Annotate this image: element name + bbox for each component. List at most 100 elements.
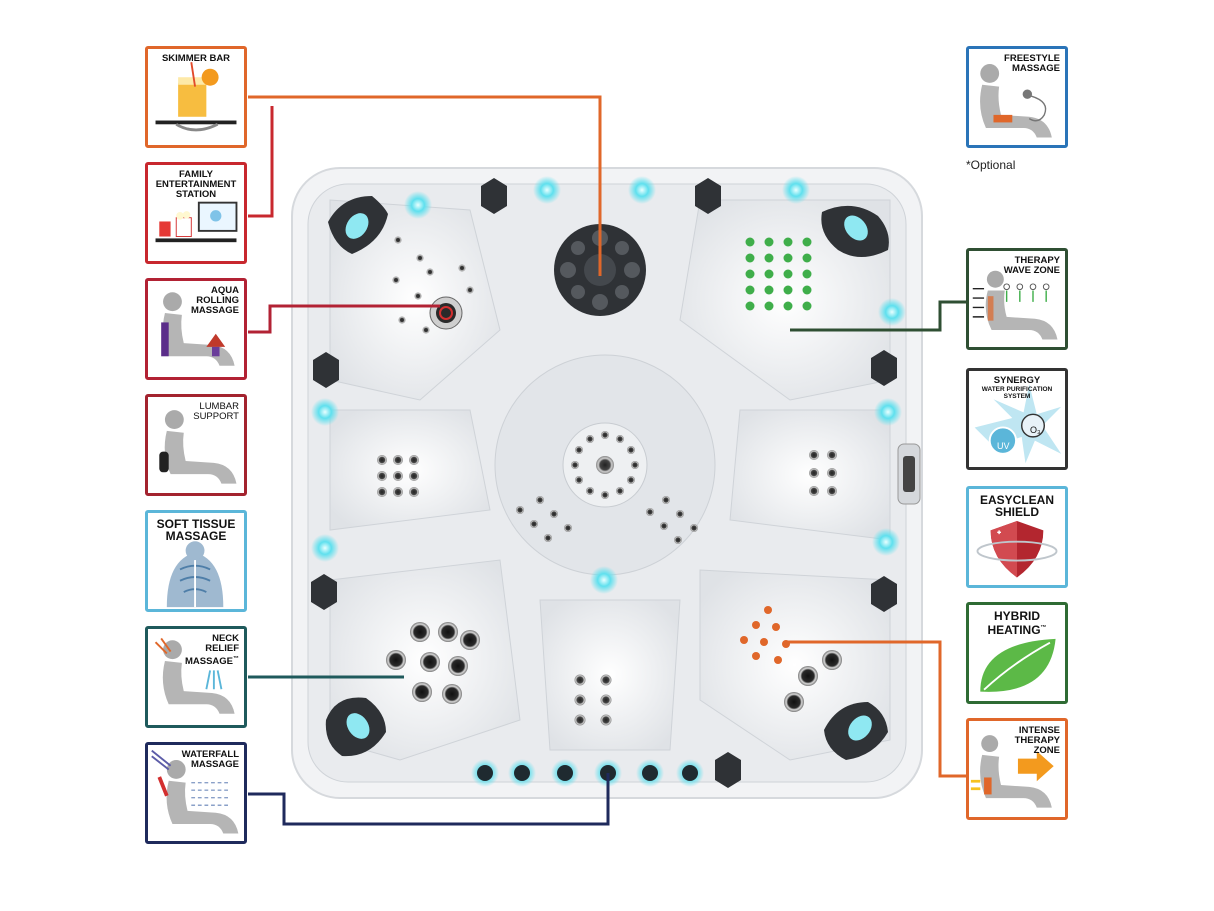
seat-jet [393,471,403,481]
leader-family-entertainment-station [248,106,274,218]
therapy-wave-jet [783,237,793,247]
seat-jet [516,506,524,514]
seated-person-icon [161,292,235,366]
neck-relief-jet [438,622,458,642]
led-light [872,528,900,556]
water-purification-icon [974,384,1062,464]
footwell-jet [626,446,635,454]
therapy-wave-jet [764,253,774,263]
intense-therapy-jet [798,666,818,686]
optional-note: *Optional [966,158,1016,172]
seat-jet [458,264,466,272]
neck-relief-jet [460,630,480,650]
foot-jet [557,765,573,781]
feature-label: SYNERGY WATER PURIFICATION SYSTEM [981,375,1053,401]
entertainment-icon [155,201,238,243]
seat-jet [574,694,586,706]
led-light [628,176,656,204]
therapy-wave-jet [802,285,812,295]
seat-jet [600,694,612,706]
foot-jet [642,765,658,781]
seat-jet [416,254,424,262]
footwell-center-jet [596,456,614,474]
foot-jet [682,765,698,781]
intense-therapy-jet [822,650,842,670]
footwell-jet [586,486,594,495]
therapy-wave-jet [745,269,755,279]
footwell-jet [601,431,609,439]
seat-jet [398,316,406,324]
led-light [311,534,339,562]
seated-person-icon [970,735,1054,808]
seat-jet [409,455,419,465]
seat-jet [409,471,419,481]
neck-relief-jet [412,682,432,702]
seat-jet [550,510,558,518]
seat-jet [600,714,612,726]
feature-label: SKIMMER BAR [161,53,231,64]
seat-jet [827,486,837,496]
seat-jet [564,524,572,532]
control-panel [897,443,921,505]
therapy-wave-jet [783,253,793,263]
therapy-wave-jet [745,237,755,247]
led-light [878,298,906,326]
seat-jet [660,522,668,530]
seated-person-icon [972,270,1058,340]
intense-therapy-jet [760,638,768,646]
seat-jet [377,471,387,481]
aqua-rolling-jet [429,296,463,330]
led-light [782,176,810,204]
therapy-wave-jet [764,285,774,295]
skimmer-bar-icon [155,62,237,132]
leader-aqua-rolling-massage [248,304,440,334]
intense-therapy-jet [764,606,772,614]
seat-jet [574,714,586,726]
o3-label: O₃ [1030,425,1041,435]
therapy-wave-jet [745,285,755,295]
seat-jet [409,487,419,497]
seat-jet [662,496,670,504]
footwell-jet [626,476,635,484]
leader-lines [248,95,966,826]
seated-person-icon [154,637,235,714]
back-muscles-icon [166,541,224,608]
footwell-jet [616,435,624,444]
leader-skimmer-bar [248,95,602,276]
leaf-icon [980,638,1056,692]
footwell-jet [616,486,624,495]
seat-jet [809,486,819,496]
seat-jet [422,326,430,334]
led-light [311,398,339,426]
led-light [874,398,902,426]
footwell-jet [571,461,579,469]
foot-jet [514,765,530,781]
seat-jet [544,534,552,542]
seat-jet [690,524,698,532]
seat-jet [574,674,586,686]
seat-jet [530,520,538,528]
led-light [533,176,561,204]
therapy-wave-jet [783,301,793,311]
intense-therapy-jet [752,652,760,660]
therapy-wave-jet [802,253,812,263]
footwell-jet [575,476,584,484]
feature-skimmer-bar: SKIMMER BAR [145,46,247,148]
footwell-jet [631,461,639,469]
intense-therapy-jet [740,636,748,644]
neck-relief-jet [386,650,406,670]
